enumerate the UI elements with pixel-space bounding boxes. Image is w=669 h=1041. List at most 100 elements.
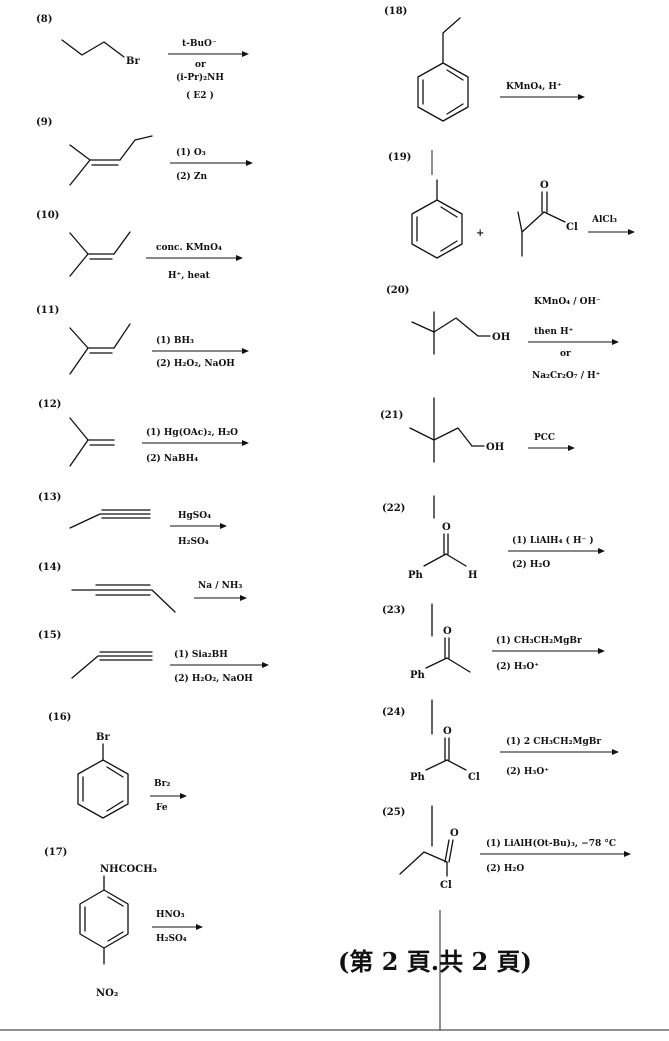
problem-number: (21) (380, 410, 403, 421)
problem-12: (12) (1) Hg(OAc)₂, H₂O (2) NaBH₄ (38, 399, 249, 467)
reagent: (1) Sia₂BH (174, 649, 228, 660)
problem-18: (18) KMnO₄, H⁺ (384, 6, 585, 122)
reagent: (2) H₃O⁺ (506, 766, 549, 777)
arrow-head (240, 595, 247, 601)
atom-label: Cl (468, 772, 480, 783)
structure-2-methyl-2-butene (69, 232, 89, 277)
arrow-head (196, 924, 203, 930)
problem-21: (21) OH PCC (380, 397, 575, 463)
problem-24: (24) O Ph Cl (1) 2 CH₃CH₂MgBr (2) H₃O⁺ (382, 699, 619, 783)
reagent: or (195, 60, 206, 70)
reagent: (2) NaBH₄ (146, 453, 198, 464)
reagent: (2) H₃O⁺ (496, 661, 539, 672)
isobutyryl-chain (517, 211, 523, 257)
structure-neopentyl-alcohol (409, 427, 485, 447)
problem-number: (13) (38, 492, 61, 503)
problem-23: (23) O Ph (1) CH₃CH₂MgBr (2) H₃O⁺ (382, 603, 605, 681)
reagent: HNO₃ (156, 910, 185, 920)
atom-label: OH (492, 332, 510, 343)
reagent: (2) Zn (176, 171, 207, 182)
ring-double-bond (107, 896, 124, 907)
c-c-bond (425, 759, 448, 771)
atom-label: H (468, 570, 477, 581)
reagent: (2) H₂O (486, 863, 524, 874)
reagent: H₂SO₄ (156, 934, 187, 944)
page-footer: (第 2 頁.共 2 頁) (338, 947, 532, 976)
reagent: (2) H₂O₂, NaOH (174, 673, 253, 684)
methyl (113, 231, 131, 255)
problem-9: (9) (1) O₃ (2) Zn (36, 117, 253, 186)
arrow-head (180, 793, 187, 799)
problem-number: (20) (386, 285, 409, 296)
ring-double-bond (107, 931, 124, 942)
reagent: PCC (534, 433, 555, 443)
arrow-head (624, 851, 631, 857)
problem-17: (17) NHCOCH₃ NO₂ HNO₃ H₂SO₄ (44, 847, 203, 999)
reagent: (1) LiAlH(Ot-Bu)₃, −78 °C (486, 838, 616, 849)
arrow-head (598, 648, 605, 654)
problem-15: (15) (1) Sia₂BH (2) H₂O₂, NaOH (38, 630, 269, 684)
structure-1-bromopropane (61, 39, 125, 58)
arrow-head (236, 255, 243, 261)
ring-double-bond (446, 103, 464, 115)
arrow-head (578, 94, 585, 100)
problem-number: (22) (382, 503, 405, 514)
benzene-ring (417, 62, 469, 122)
problem-10: (10) conc. KMnO₄ H⁺, heat (36, 210, 243, 281)
carbonyl-bond (444, 839, 450, 863)
atom-label: Ph (410, 670, 426, 681)
reagent: KMnO₄, H⁺ (506, 82, 562, 92)
structure-2-pentyne (71, 589, 176, 613)
atom-label: Cl (440, 880, 452, 891)
reagent: H⁺, heat (168, 271, 211, 281)
benzene-ring (411, 199, 463, 259)
reagent: (1) Hg(OAc)₂, H₂O (146, 427, 238, 438)
atom-label: O (442, 522, 451, 533)
arrow-head (242, 51, 249, 57)
atom-label: O (443, 626, 452, 637)
problem-number: (19) (388, 152, 411, 163)
atom-label: Br (96, 732, 110, 743)
arrow-head (612, 749, 619, 755)
problem-number: (23) (382, 605, 405, 616)
carbonyl-bond (448, 839, 454, 863)
reagent: H₂SO₄ (178, 537, 209, 547)
problem-16: (16) Br Br₂ Fe (48, 712, 187, 819)
reagent: Br₂ (154, 779, 170, 789)
problem-number: (16) (48, 712, 71, 723)
reagent: or (560, 349, 571, 359)
ring-double-bond (446, 69, 464, 81)
problem-22: (22) O Ph H (1) LiAlH₄ ( H⁻ ) (2) H₂O (382, 495, 605, 581)
atom-label: O (443, 726, 452, 737)
structure-alcohol (411, 317, 491, 337)
problem-number: (24) (382, 707, 405, 718)
c-h-bond (445, 553, 467, 567)
problem-number: (15) (38, 630, 61, 641)
reagent: AlCl₃ (591, 215, 617, 225)
reagent: (1) LiAlH₄ ( H⁻ ) (512, 535, 594, 546)
problem-8: (8) Br t-BuO⁻ or (i-Pr)₂NH ( E2 ) (36, 14, 249, 101)
reagent: then H⁺ (534, 327, 574, 337)
atom-label: NHCOCH₃ (100, 864, 157, 875)
reagent: (1) O₃ (176, 147, 206, 158)
c-cl-bond (446, 759, 467, 771)
reagent: KMnO₄ / OH⁻ (534, 297, 601, 307)
reagent: (1) BH₃ (156, 335, 194, 346)
reagent: Na₂Cr₂O₇ / H⁺ (532, 371, 601, 381)
problem-14: (14) Na / NH₃ (38, 562, 247, 613)
problem-number: (14) (38, 562, 61, 573)
problem-number: (10) (36, 210, 59, 221)
structure-1-butyne (71, 655, 153, 679)
ring-double-bond (106, 800, 124, 812)
benzene-ring (77, 759, 129, 819)
reagent: (2) H₂O₂, NaOH (156, 358, 235, 369)
ring-double-bond (106, 766, 124, 778)
reagent: t-BuO⁻ (182, 39, 217, 49)
problem-number: (17) (44, 847, 67, 858)
atom-label: OH (486, 442, 504, 453)
reagent: (1) CH₃CH₂MgBr (496, 635, 582, 646)
problem-11: (11) (1) BH₃ (2) H₂O₂, NaOH (36, 305, 249, 375)
arrow-head (262, 662, 269, 668)
problem-number: (18) (384, 6, 407, 17)
